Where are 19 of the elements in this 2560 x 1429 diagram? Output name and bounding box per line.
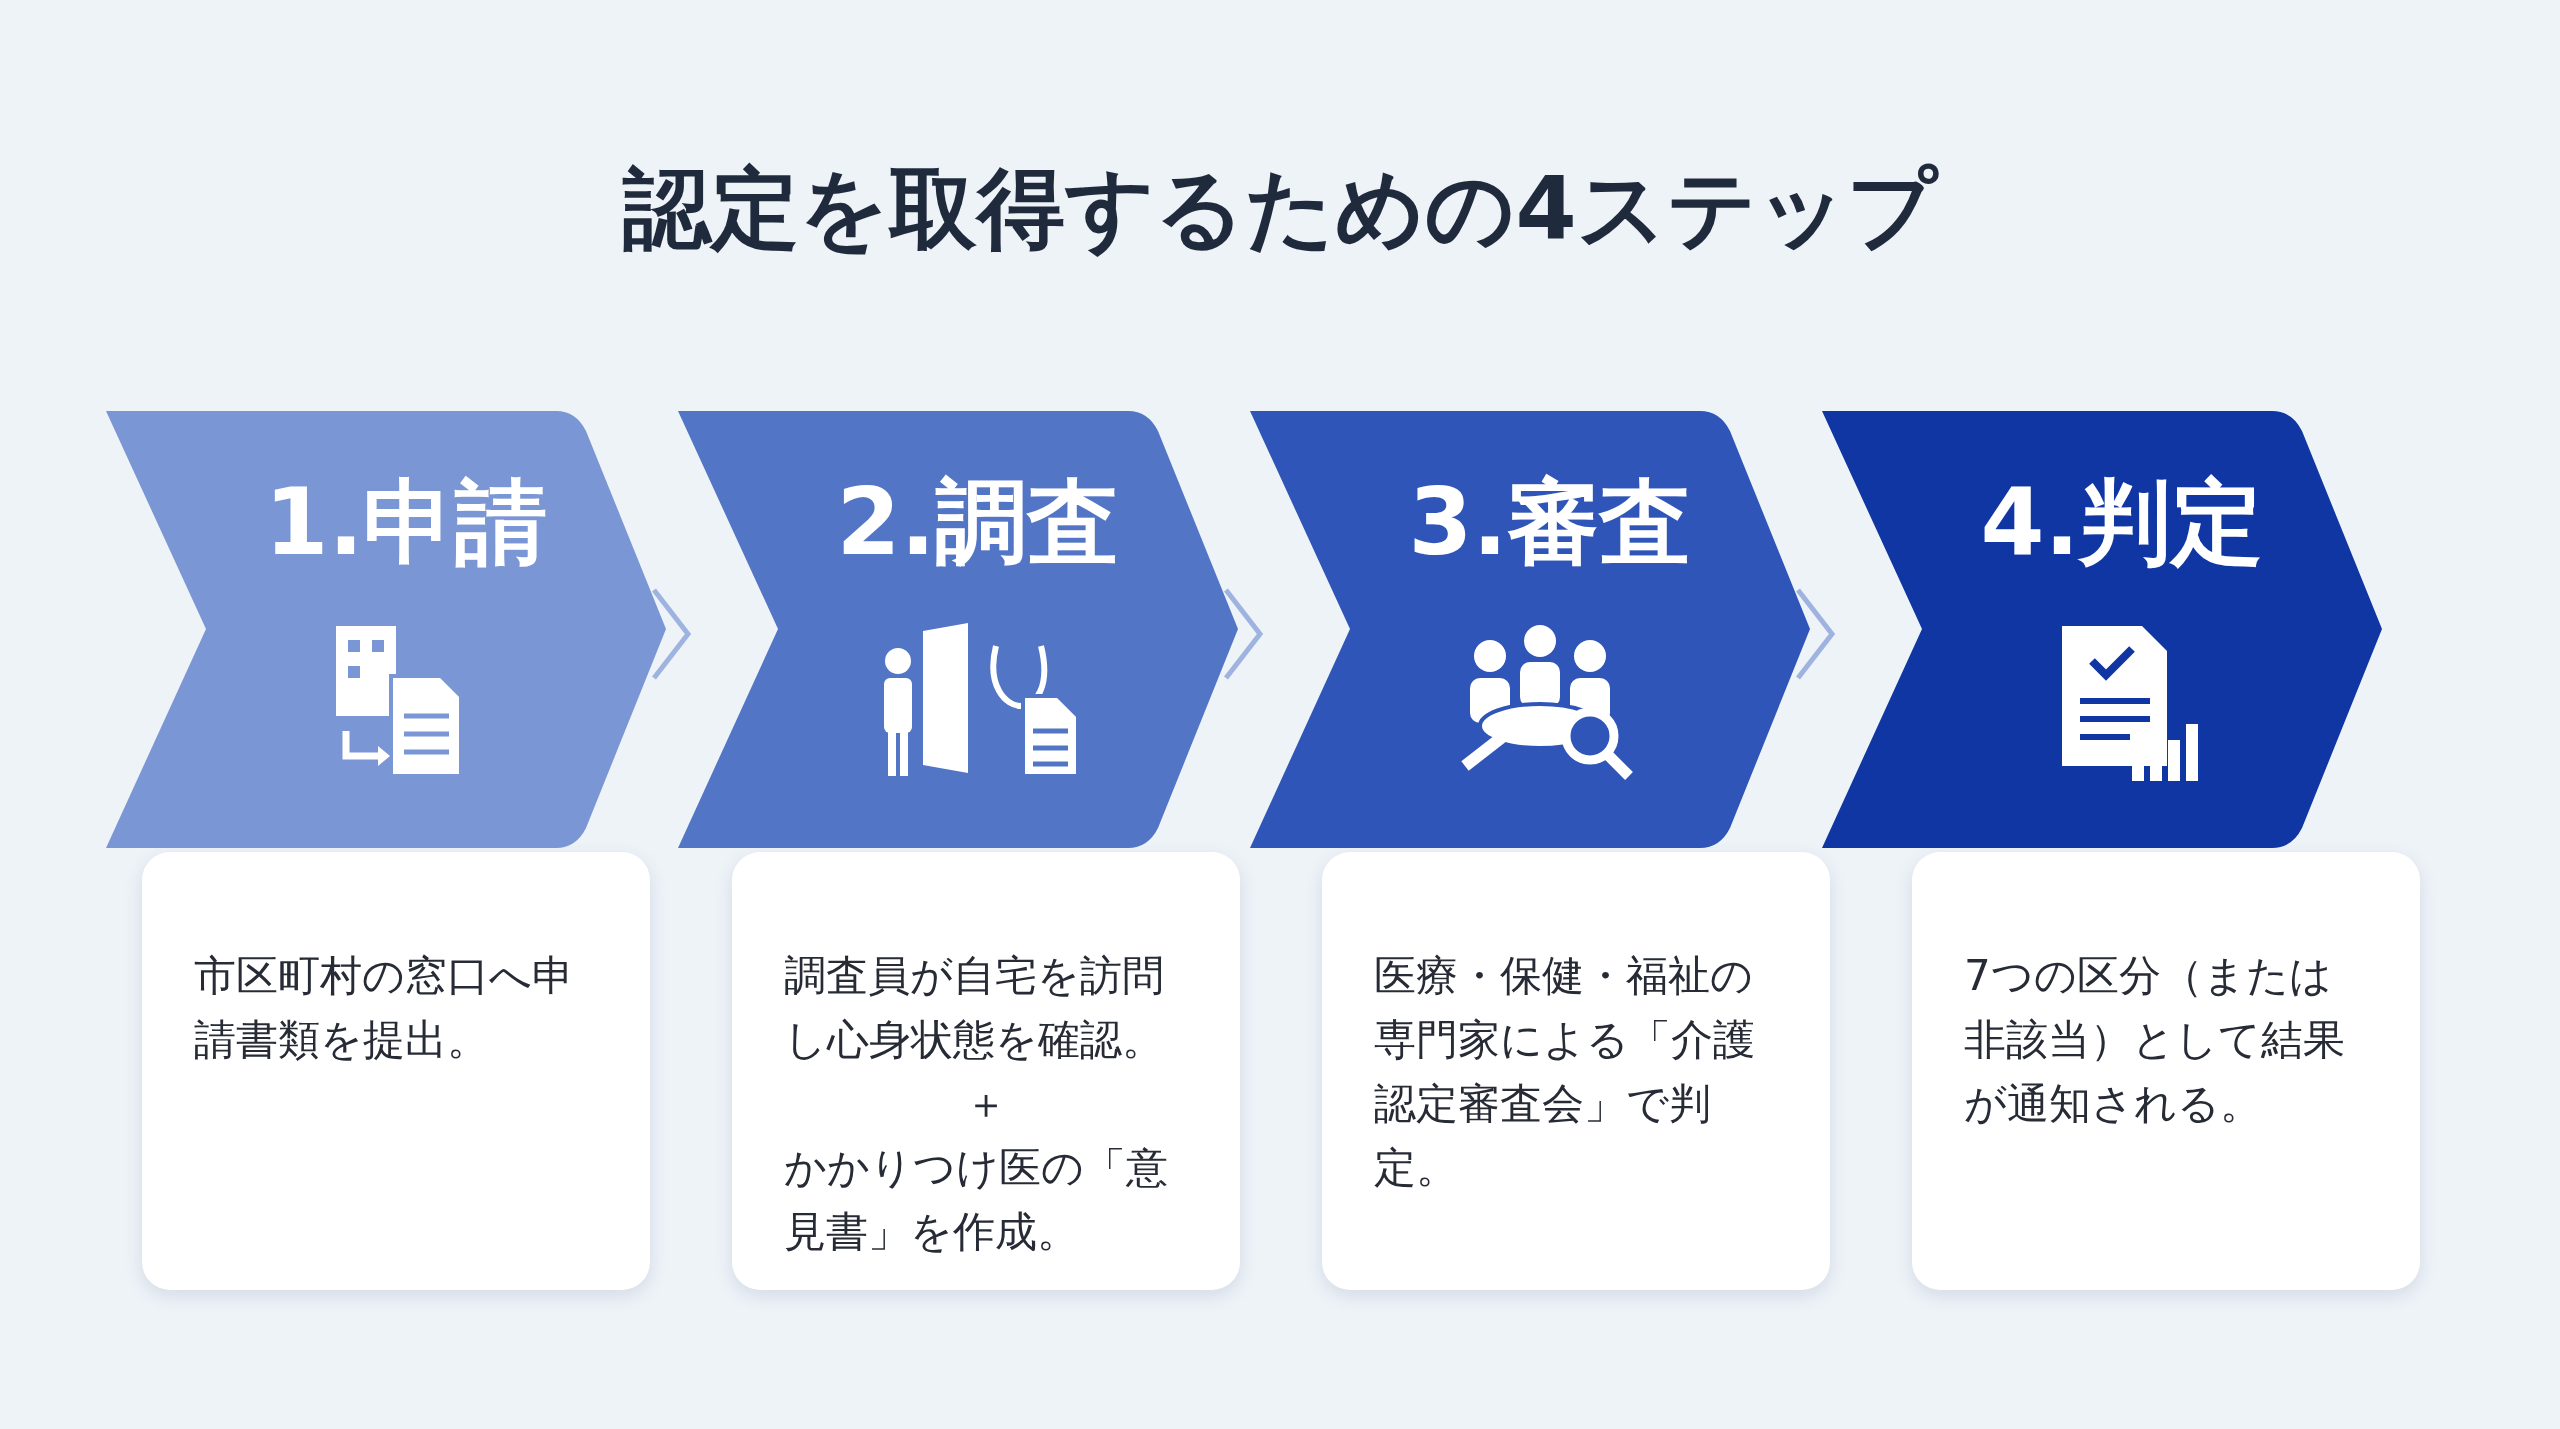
description-text: 医療・保健・福祉の専門家による「介護認定審査会」で判定。 [1374,950,1756,1194]
title: 認定を取得するための4ステップ [621,156,1940,262]
description-text: かかりつけ医の「意見書」を作成。 [784,1142,1169,1258]
description-text: 調査員が自宅を訪問し心身状態を確認。 [784,950,1165,1066]
description-text: 市区町村の窓口へ申請書類を提出。 [194,950,575,1066]
step-title: 1.申請 [263,468,549,578]
step-header [678,411,1238,848]
step-title: 2.調査 [835,468,1121,578]
description-text: ＋ [964,1078,1008,1130]
step-title: 4.判定 [1979,468,2265,578]
description-card [142,852,650,1290]
step-header [1250,411,1810,848]
description-text: 7つの区分（または非該当）として結果が通知される。 [1964,950,2346,1130]
step-title: 3.審査 [1407,468,1693,578]
description-card [1322,852,1830,1290]
step-header [106,411,666,848]
description-card [732,852,1240,1290]
description-card [1912,852,2420,1290]
step-header [1822,411,2382,848]
